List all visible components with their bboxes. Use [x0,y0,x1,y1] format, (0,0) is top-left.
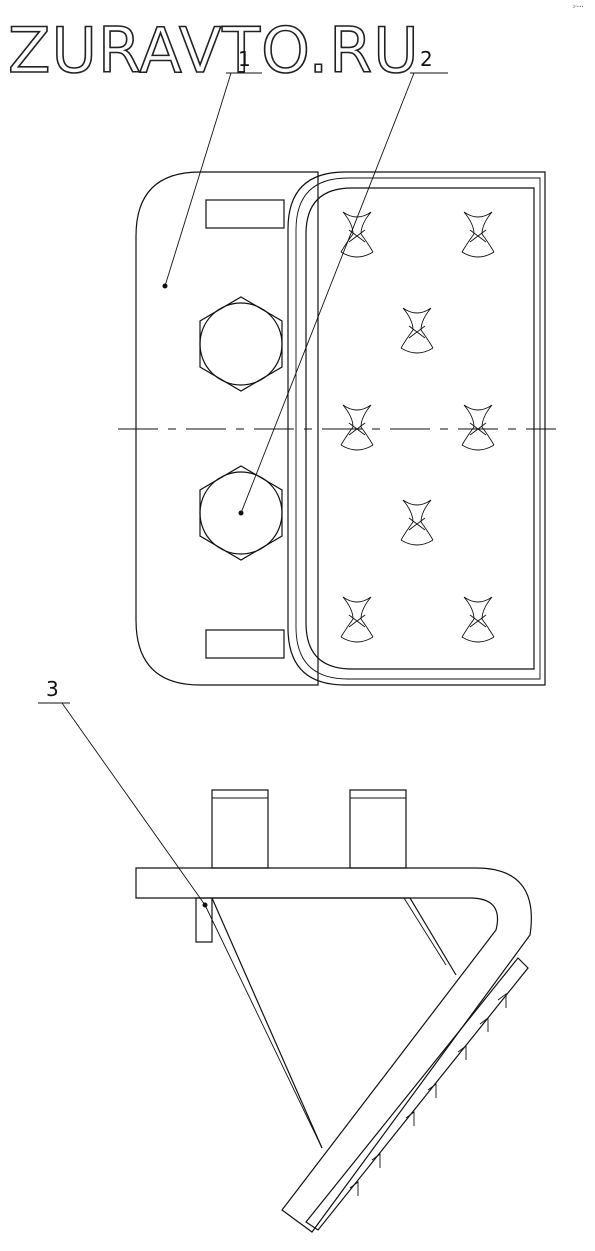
tooth-8 [461,596,495,643]
watermark-title: ZURAVTO.RU [8,14,420,87]
stud-right [349,789,407,869]
bolt-head-lower [199,465,283,561]
bolt-head-upper [199,296,283,392]
tooth-6 [400,499,434,546]
side-view: 3 [38,677,532,1233]
stud-left [211,789,269,869]
callout-3: 3 [38,677,323,1149]
callout-2: 2 [238,47,448,516]
callout-3-label: 3 [46,677,59,701]
pad-plate-side [305,957,529,1231]
bracket-outline [135,171,319,686]
slot-bottom [205,629,285,659]
bracket-arm [135,867,532,1233]
slot-top [205,199,285,229]
corner-mark: z²••• [573,4,584,9]
callout-2-label: 2 [420,47,433,71]
pad-outer [287,171,546,686]
tooth-7 [340,596,374,643]
callout-1: 1 [162,47,262,289]
tooth-4 [340,404,374,451]
plan-view: 1 2 [118,47,556,686]
web [211,897,457,1149]
tooth-3 [400,307,434,354]
teeth-side [349,993,507,1196]
callout-1-label: 1 [238,47,251,71]
pad-inner [305,187,535,670]
tooth-5 [461,404,495,451]
pad-mid [295,177,541,680]
tooth-2 [461,211,495,258]
